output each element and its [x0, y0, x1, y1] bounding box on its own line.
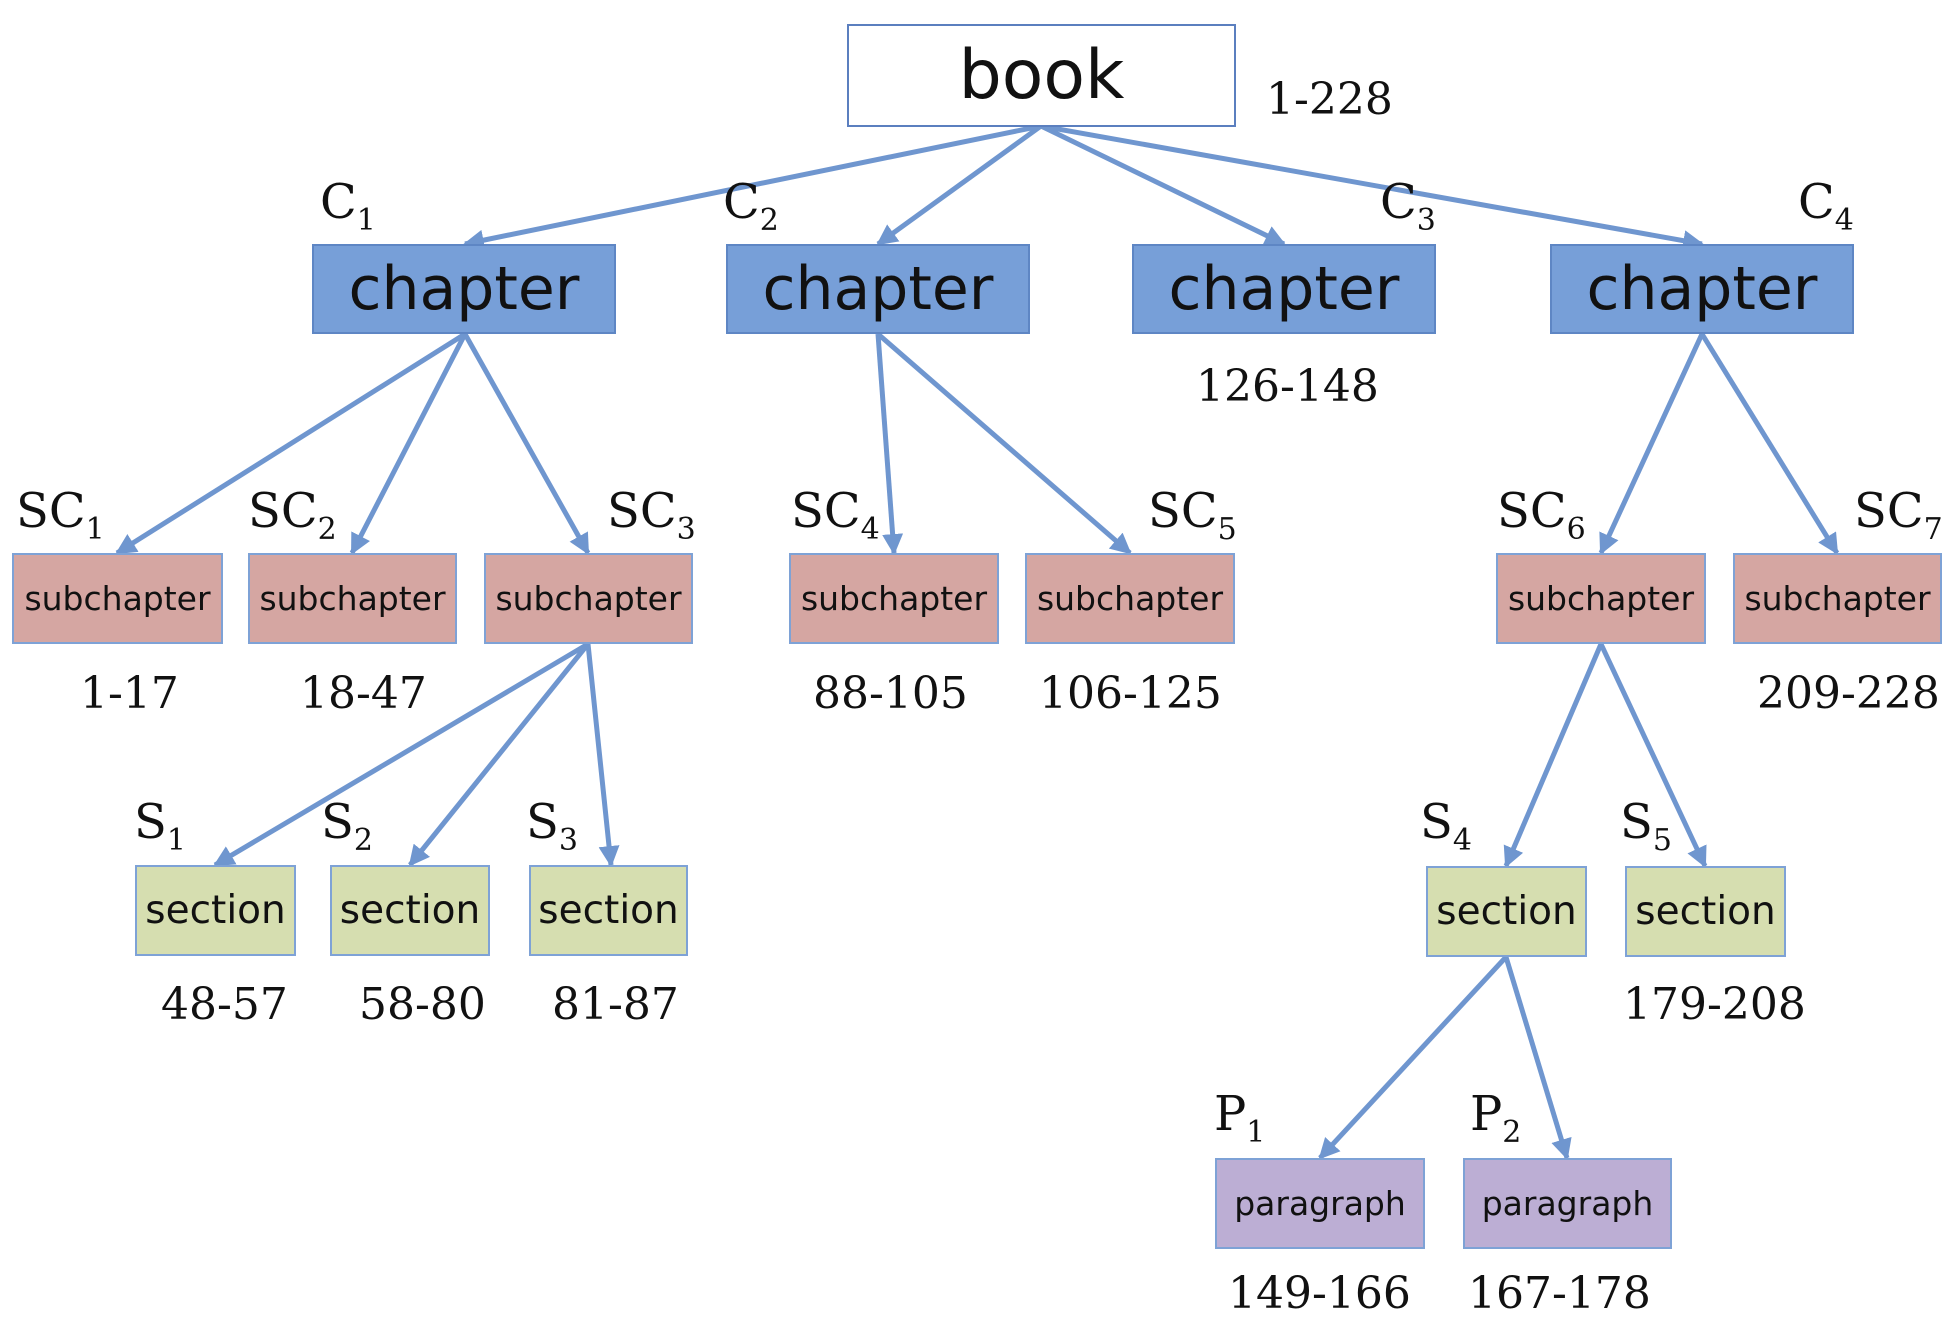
node-section-s4: section: [1426, 866, 1587, 957]
tag-sc2: SC2: [248, 483, 337, 547]
tag-c2: C2: [723, 174, 779, 238]
range-c3: 126-148: [1196, 361, 1379, 412]
node-chapter-c1: chapter: [312, 244, 616, 334]
node-chapter-c2: chapter: [726, 244, 1030, 334]
node-subchapter-sc7: subchapter: [1733, 553, 1942, 644]
node-paragraph-p1: paragraph: [1215, 1158, 1425, 1249]
tag-s5: S5: [1620, 794, 1672, 858]
range-sc1: 1-17: [80, 668, 179, 719]
edge-c2-to-sc5: [876, 332, 1132, 555]
tag-sc7: SC7: [1854, 483, 1943, 547]
tag-sc1: SC1: [16, 483, 105, 547]
node-section-s2: section: [330, 865, 490, 956]
tag-sc3: SC3: [607, 483, 696, 547]
node-section-s5: section: [1625, 866, 1786, 957]
edge-sc3-to-s3: [585, 643, 620, 868]
edge-book-to-c1: [462, 123, 1042, 251]
range-sc4: 88-105: [813, 668, 968, 719]
range-p1: 149-166: [1228, 1268, 1411, 1319]
range-s2: 58-80: [359, 979, 486, 1030]
tag-sc6: SC6: [1497, 483, 1586, 547]
edge-book-to-c3: [1039, 123, 1286, 247]
node-paragraph-p2: paragraph: [1463, 1158, 1672, 1249]
tag-p1: P1: [1214, 1086, 1266, 1150]
edge-sc3-to-s1: [213, 641, 590, 868]
node-section-s1: section: [135, 865, 296, 956]
range-p2: 167-178: [1468, 1268, 1651, 1319]
edge-c1-to-sc1: [115, 331, 467, 556]
edge-book-to-c2: [876, 123, 1043, 247]
node-subchapter-sc4: subchapter: [789, 553, 999, 644]
node-subchapter-sc5: subchapter: [1025, 553, 1235, 644]
range-s1: 48-57: [161, 979, 288, 1030]
edge-sc6-to-s5: [1598, 642, 1708, 868]
node-subchapter-sc3: subchapter: [484, 553, 693, 644]
range-sc7: 209-228: [1757, 668, 1940, 719]
tag-p2: P2: [1470, 1086, 1522, 1150]
node-subchapter-sc2: subchapter: [248, 553, 457, 644]
range-sc5: 106-125: [1039, 668, 1222, 719]
tag-c4: C4: [1798, 174, 1854, 238]
edge-c4-to-sc7: [1699, 332, 1840, 555]
tag-c3: C3: [1380, 174, 1436, 238]
tag-c1: C1: [320, 174, 376, 238]
edge-c1-to-sc2: [349, 332, 468, 555]
node-subchapter-sc1: subchapter: [12, 553, 223, 644]
tag-sc4: SC4: [791, 483, 880, 547]
edge-c4-to-sc6: [1598, 332, 1705, 555]
range-s5: 179-208: [1623, 979, 1806, 1030]
node-book: book: [847, 24, 1236, 127]
node-subchapter-sc6: subchapter: [1496, 553, 1706, 644]
tag-s3: S3: [526, 794, 578, 858]
edge-sc6-to-s4: [1503, 643, 1604, 868]
tag-s1: S1: [134, 794, 186, 858]
tag-s4: S4: [1420, 794, 1472, 858]
tag-s2: S2: [321, 794, 373, 858]
range-sc2: 18-47: [300, 668, 427, 719]
edge-book-to-c4: [1040, 123, 1705, 252]
range-book: 1-228: [1266, 74, 1393, 125]
edge-s4-to-p2: [1503, 956, 1572, 1161]
node-section-s3: section: [529, 865, 688, 956]
tag-sc5: SC5: [1148, 483, 1237, 547]
node-chapter-c4: chapter: [1550, 244, 1854, 334]
edge-sc3-to-s2: [408, 642, 590, 867]
range-s3: 81-87: [552, 979, 679, 1030]
edge-s4-to-p1: [1318, 955, 1508, 1160]
edge-c1-to-sc3: [462, 332, 591, 555]
node-chapter-c3: chapter: [1132, 244, 1436, 334]
edge-c2-to-sc4: [875, 333, 904, 556]
